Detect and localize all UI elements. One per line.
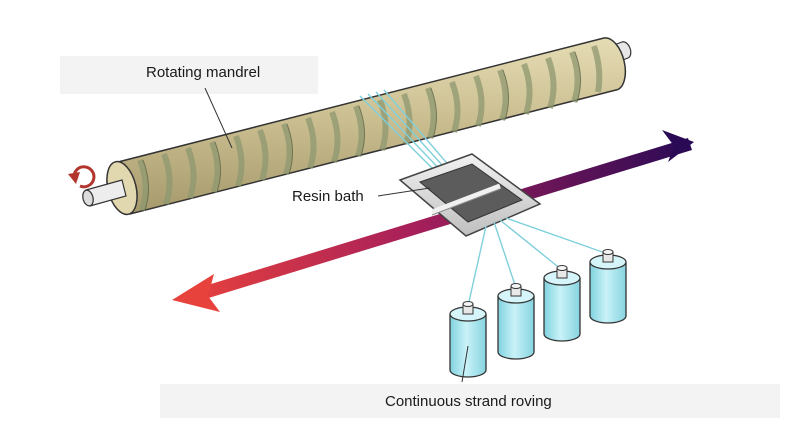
roving-leader-line (461, 345, 469, 383)
rotation-arrow-icon (68, 165, 96, 189)
roving-label-background (160, 384, 780, 418)
resin-bath-leader-line (377, 187, 431, 197)
resin-bath-label: Resin bath (292, 188, 364, 205)
mandrel-leader-line (204, 87, 233, 149)
roving-bobbin (589, 249, 627, 324)
continuous-strand-roving-label: Continuous strand roving (385, 393, 552, 410)
mandrel-label-background (60, 56, 318, 94)
rotating-mandrel (82, 37, 632, 216)
roving-bobbin (449, 301, 487, 378)
rotating-mandrel-label: Rotating mandrel (146, 64, 261, 81)
fiber-bundle-upper (359, 89, 459, 177)
roving-bobbin (543, 265, 581, 342)
resin-bath (398, 153, 542, 237)
fiber-bundle-lower (467, 217, 609, 307)
roving-bobbin (497, 283, 535, 360)
